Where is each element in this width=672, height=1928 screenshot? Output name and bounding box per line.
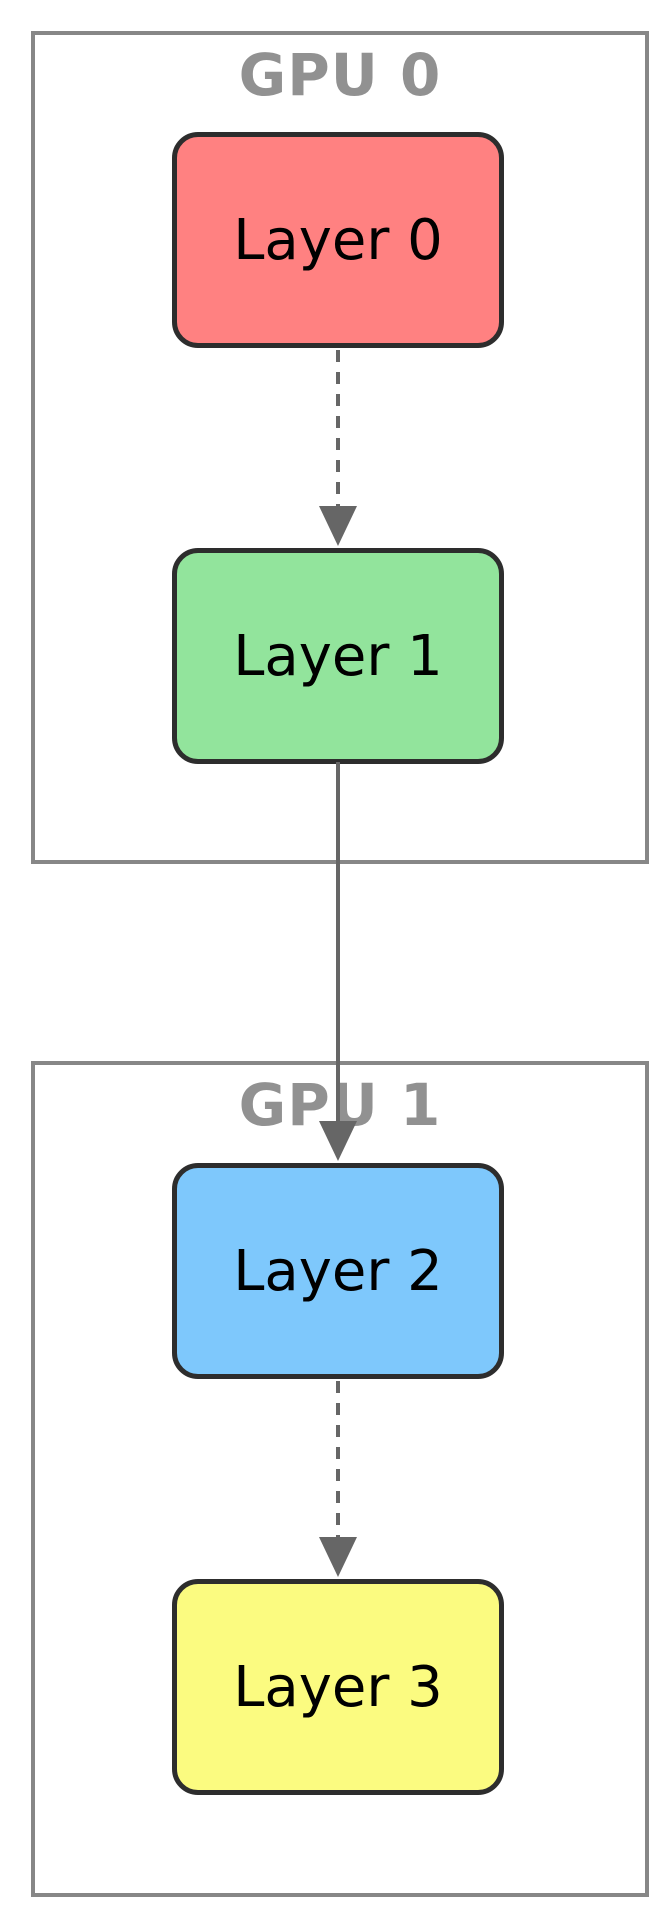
layer-3-node: Layer 3	[172, 1579, 504, 1795]
layer-0-node: Layer 0	[172, 132, 504, 348]
layer-2-node: Layer 2	[172, 1163, 504, 1379]
gpu-1-label: GPU 1	[238, 1071, 442, 1139]
gpu-0-container: GPU 0	[31, 31, 649, 864]
gpu-0-label: GPU 0	[238, 41, 442, 109]
gpu-1-container: GPU 1	[31, 1061, 649, 1897]
layer-1-node: Layer 1	[172, 548, 504, 764]
